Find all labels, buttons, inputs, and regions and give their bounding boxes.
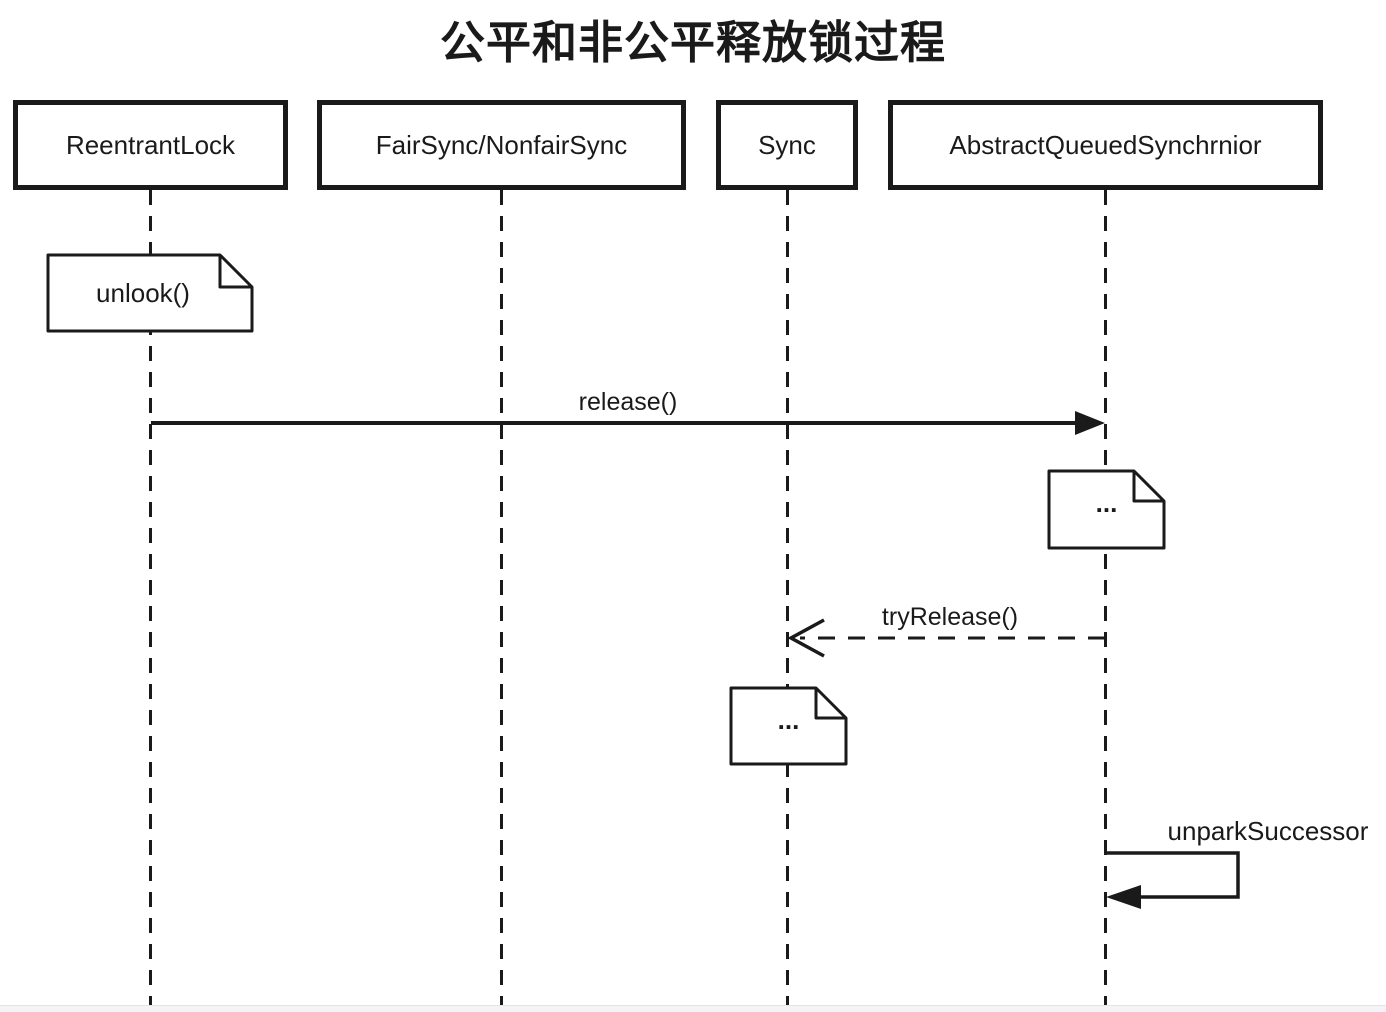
message-unparksuccessor-label: unparkSuccessor bbox=[1167, 816, 1369, 846]
participant-label: FairSync/NonfairSync bbox=[375, 129, 628, 160]
message-release-arrow bbox=[151, 411, 1105, 435]
note-body bbox=[46, 253, 254, 333]
message-tryrelease-label: tryRelease() bbox=[881, 603, 1019, 631]
lifelines bbox=[149, 190, 1107, 1006]
arrowhead-open bbox=[787, 618, 825, 658]
diagram-title: 公平和非公平释放锁过程 bbox=[439, 17, 946, 68]
note-dots-aqs-label: ... bbox=[1095, 488, 1118, 518]
message-tryrelease-arrow bbox=[787, 618, 1105, 658]
selfloop-line bbox=[1107, 851, 1240, 899]
message-unparksuccessor-selfloop bbox=[1106, 851, 1240, 909]
participant-abstractqueuedsynchrnior: AbstractQueuedSynchrnior bbox=[888, 100, 1323, 190]
participant-reentrantlock: ReentrantLock bbox=[13, 100, 288, 190]
note-dots-sync-label: ... bbox=[777, 704, 800, 735]
note-dots-sync bbox=[729, 686, 848, 766]
note-fold bbox=[218, 255, 252, 289]
participant-label: AbstractQueuedSynchrnior bbox=[949, 129, 1262, 160]
message-release-label: release() bbox=[578, 388, 678, 416]
note-unlook-label: unlook() bbox=[96, 277, 190, 308]
arrowhead-filled bbox=[1075, 411, 1105, 435]
participant-label: ReentrantLock bbox=[65, 129, 236, 160]
bottom-edge-strip bbox=[0, 1005, 1386, 1012]
note-unlook bbox=[46, 253, 254, 333]
participant-sync: Sync bbox=[716, 100, 858, 190]
participant-label: Sync bbox=[758, 129, 816, 160]
note-dots-aqs bbox=[1047, 469, 1166, 550]
note-fold bbox=[814, 688, 846, 720]
note-fold bbox=[1132, 471, 1164, 503]
arrowhead-filled bbox=[1106, 885, 1141, 909]
participant-fairsync-nonfairsync: FairSync/NonfairSync bbox=[317, 100, 686, 190]
